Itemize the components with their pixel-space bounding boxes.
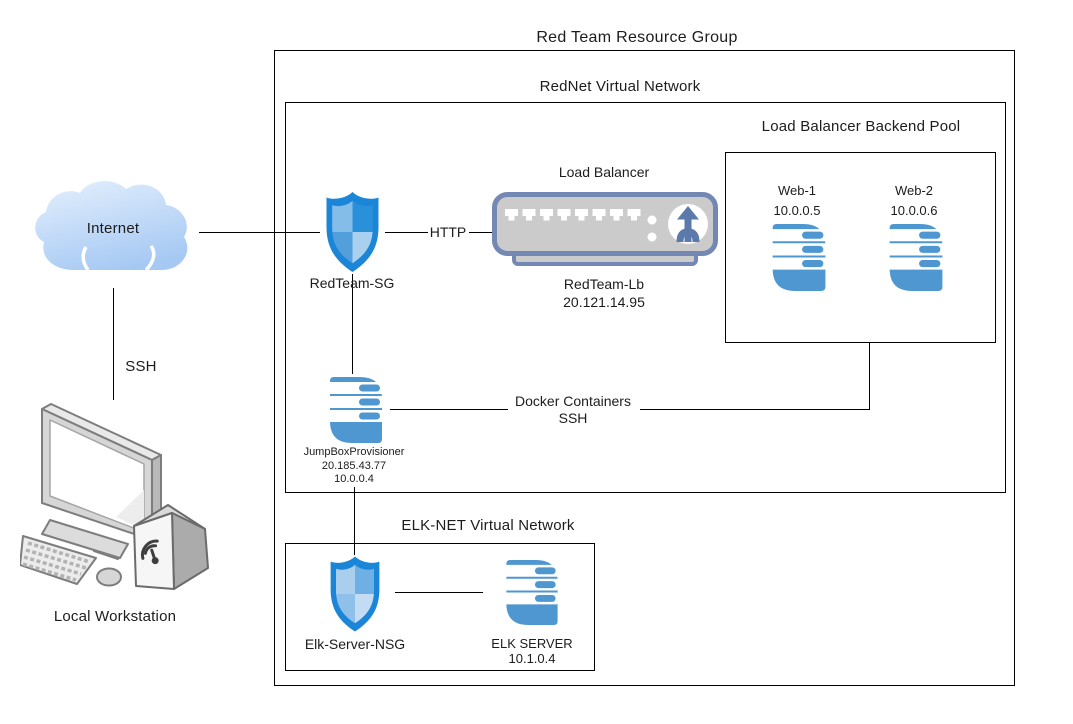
server-icon	[324, 377, 384, 443]
elk-nsg-node	[325, 555, 385, 633]
server-icon	[500, 559, 560, 626]
backend-pool-box	[725, 152, 996, 343]
backend-pool-title: Load Balancer Backend Pool	[761, 118, 961, 135]
resource-group-box	[274, 50, 1015, 686]
load-balancer-ip: 20.121.14.95	[563, 294, 645, 310]
edge-pool-drop	[869, 342, 870, 410]
cloud-icon	[35, 181, 188, 272]
web1-ip: 10.0.0.5	[773, 203, 821, 218]
jumpbox-public-ip: 20.185.43.77	[321, 460, 387, 472]
lb-ports	[505, 209, 641, 221]
web1-name: Web-1	[777, 183, 817, 198]
edge-jumpbox-docker-left	[390, 409, 508, 410]
edge-label-ssh: SSH	[125, 358, 157, 375]
web2-node	[881, 222, 947, 293]
elknet-vnet-box	[285, 543, 595, 671]
internet-node	[28, 176, 200, 280]
rednet-vnet-box	[285, 102, 1006, 493]
workstation-icon	[20, 403, 209, 590]
web2-name: Web-2	[894, 183, 934, 198]
edge-jumpbox-elk	[354, 487, 355, 555]
edge-sg-jumpbox	[352, 274, 353, 374]
edge-internet-sg	[199, 232, 320, 233]
jumpbox-private-ip: 10.0.0.4	[334, 473, 374, 485]
lb-branch-arrow-icon	[677, 206, 699, 242]
edge-sg-lb-right	[469, 232, 492, 233]
wifi-icon	[140, 539, 159, 565]
jumpbox-name: JumpBoxProvisioner	[303, 446, 405, 458]
elk-nsg-label: Elk-Server-NSG	[304, 636, 406, 652]
redteam-sg-label: RedTeam-SG	[309, 275, 395, 291]
edge-label-docker-containers: Docker Containers	[515, 393, 631, 409]
nsg-shield-icon	[326, 192, 379, 272]
resource-group-title: Red Team Resource Group	[536, 29, 738, 46]
elknet-vnet-title: ELK-NET Virtual Network	[401, 517, 575, 534]
edge-elknsg-elkserver	[395, 592, 483, 593]
load-balancer-caption: Load Balancer	[558, 164, 650, 180]
internet-label: Internet	[86, 220, 140, 237]
elk-server-node	[493, 558, 567, 627]
jumpbox-node	[322, 374, 386, 446]
web2-ip: 10.0.0.6	[890, 203, 938, 218]
edge-label-http: HTTP	[429, 224, 467, 240]
edge-internet-workstation	[113, 288, 114, 400]
edge-sg-lb-left	[385, 232, 428, 233]
load-balancer-icon	[492, 192, 718, 266]
redteam-sg-node	[320, 191, 385, 273]
workstation-label: Local Workstation	[53, 608, 177, 625]
server-icon	[766, 224, 828, 291]
nsg-shield-icon	[330, 556, 380, 632]
load-balancer-name: RedTeam-Lb	[563, 276, 645, 292]
server-icon	[883, 224, 945, 291]
load-balancer-node	[492, 192, 718, 270]
elk-server-ip: 10.1.0.4	[508, 651, 556, 666]
edge-label-docker-ssh: SSH	[558, 410, 588, 426]
edge-docker-pool-right	[640, 409, 869, 410]
workstation-node	[20, 392, 215, 617]
web1-node	[764, 222, 830, 293]
elk-server-name: ELK SERVER	[491, 636, 573, 651]
rednet-vnet-title: RedNet Virtual Network	[539, 78, 701, 95]
